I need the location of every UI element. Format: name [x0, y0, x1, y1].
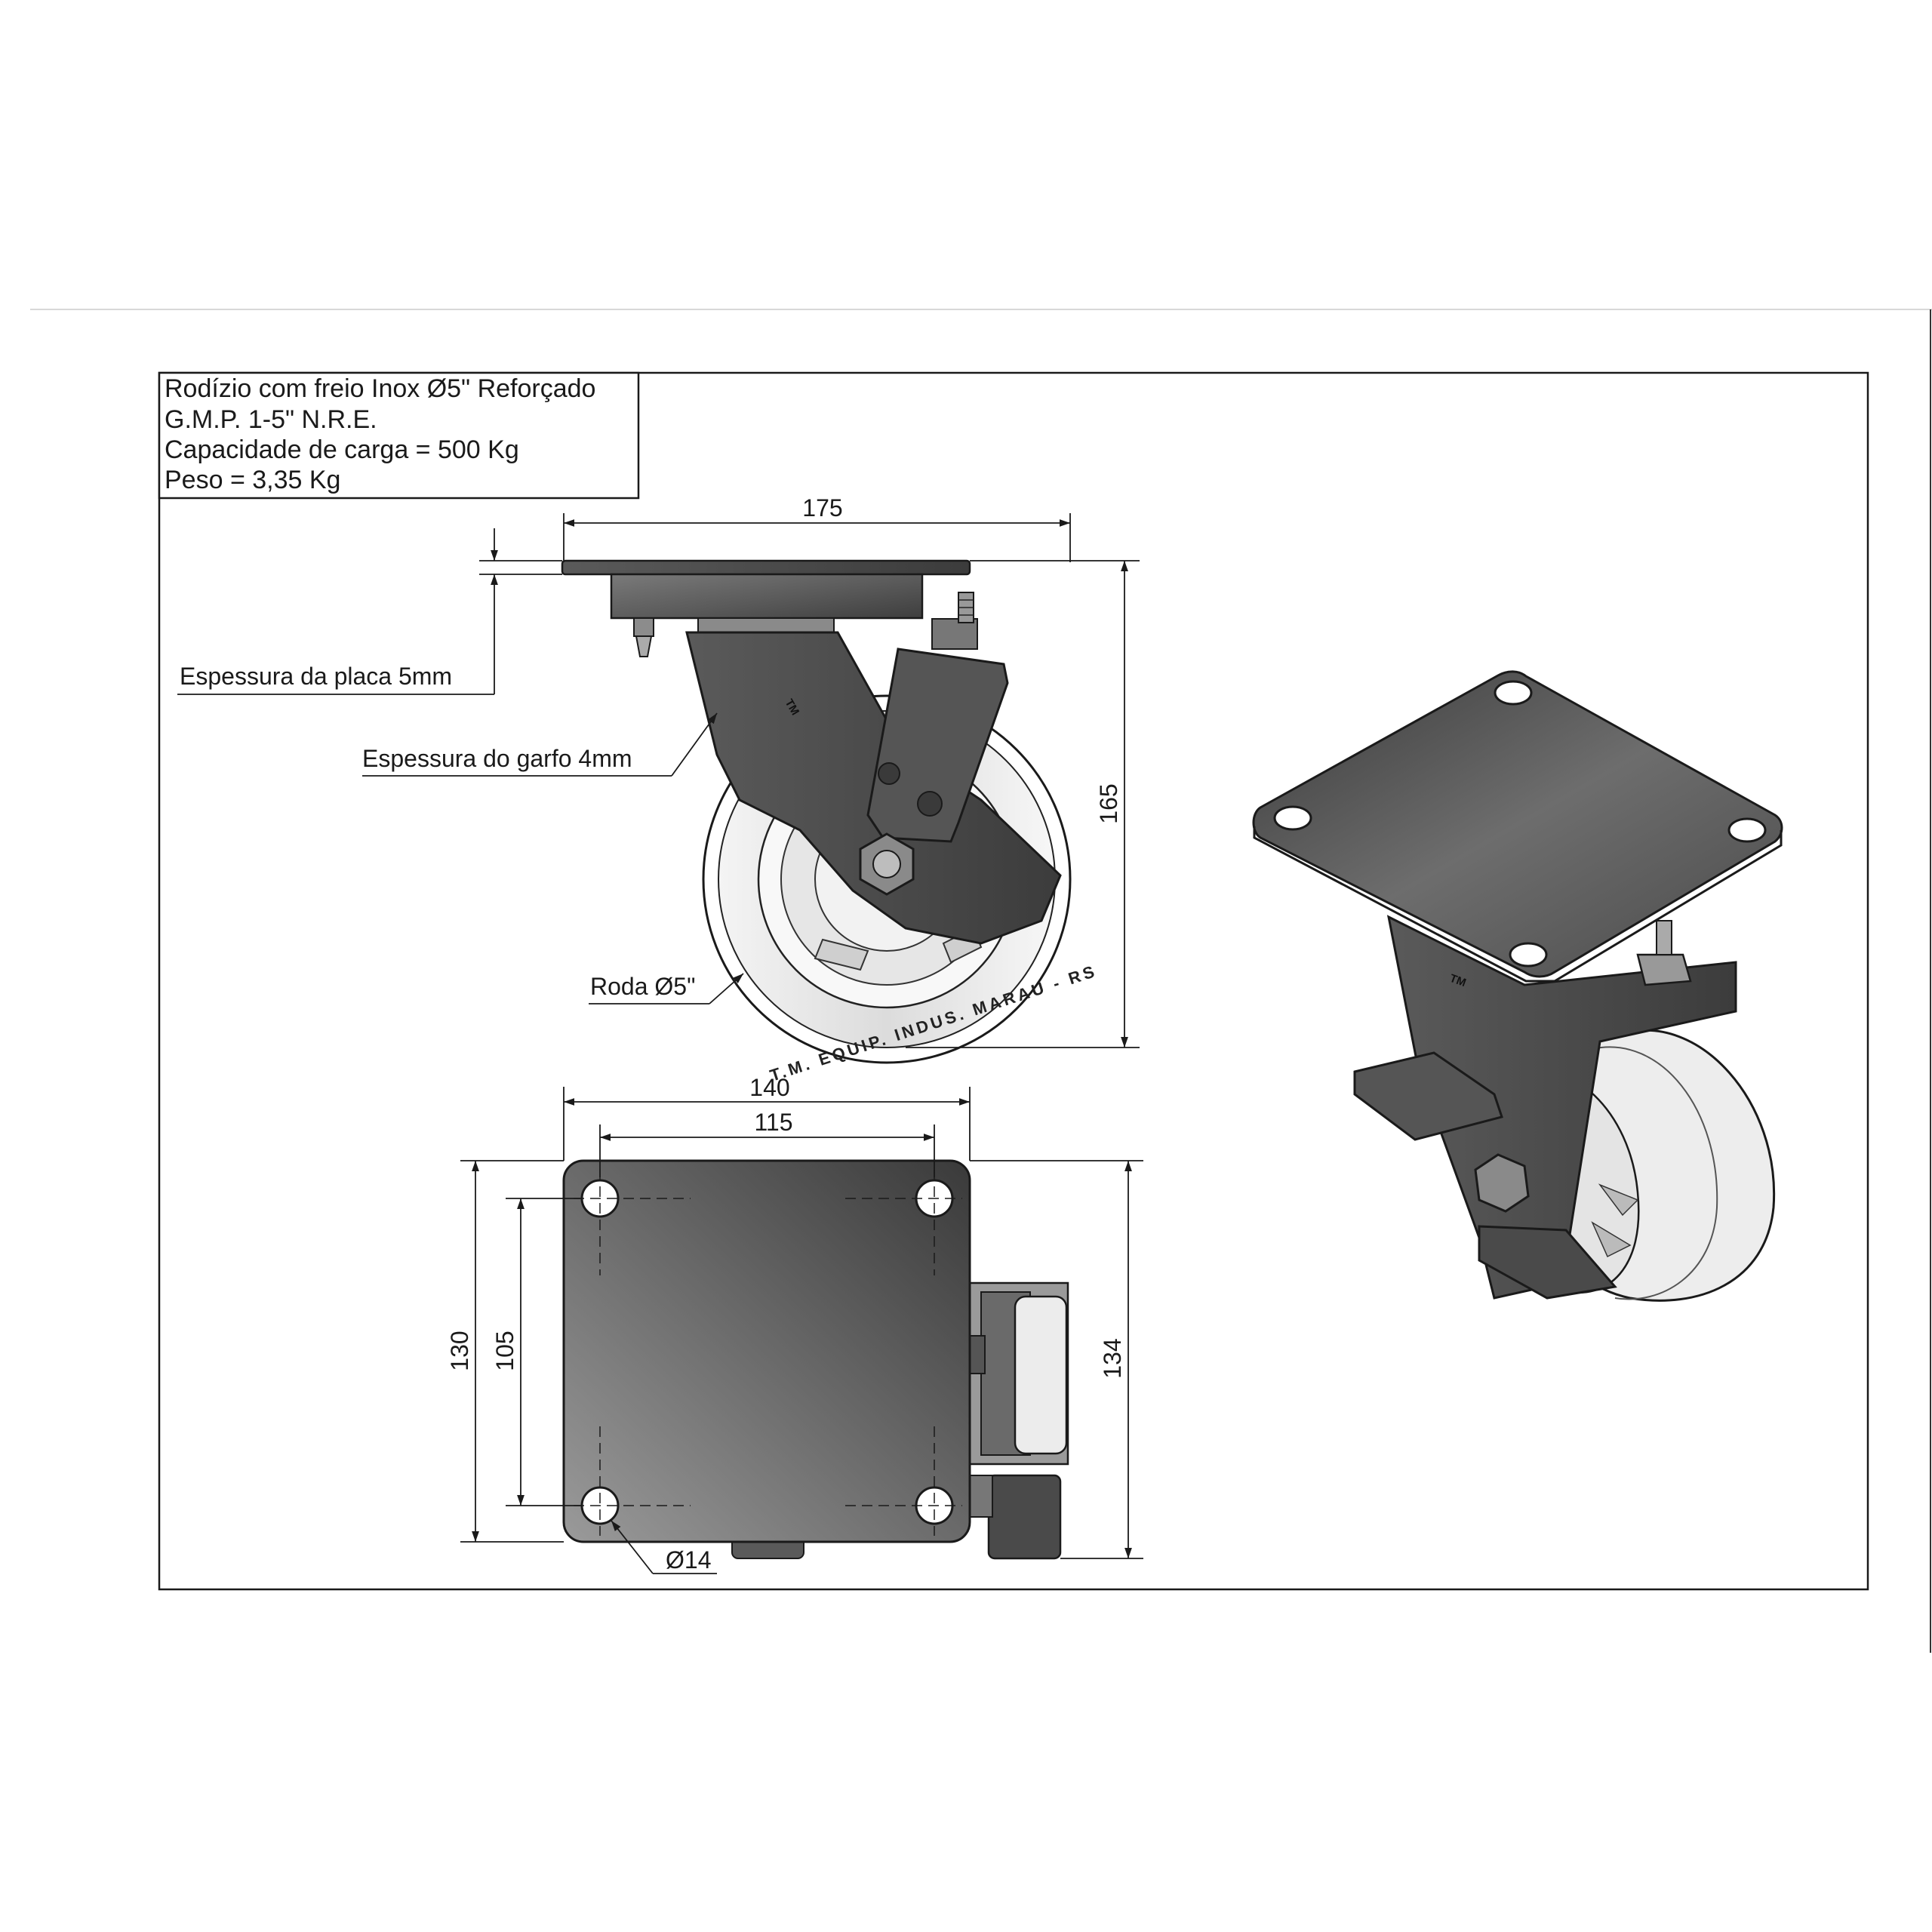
dim-165-text: 165	[1095, 783, 1122, 823]
iso-axle-nut	[1474, 1153, 1530, 1213]
dim-fork-thickness: Espessura do garfo 4mm	[362, 712, 718, 777]
iso-hole	[1727, 817, 1767, 843]
dim-115: 115	[599, 1109, 935, 1177]
iso-plate	[1252, 670, 1783, 978]
side-swivel-housing	[610, 573, 924, 620]
dim-115-text: 115	[754, 1109, 792, 1136]
dim-175-text: 175	[802, 494, 842, 521]
dim-130: 130	[446, 1160, 564, 1543]
iso-view: TM	[1252, 670, 1783, 1302]
mounting-holes	[574, 1170, 962, 1536]
label-wheel: Roda Ø5"	[590, 973, 695, 1000]
side-top-plate	[561, 559, 971, 576]
dim-130-text: 130	[446, 1331, 473, 1371]
title-line-1: Rodízio com freio Inox Ø5" Reforçado	[165, 374, 595, 403]
side-view: T.M. EQUIP. INDUS. MARAU - RS	[177, 494, 1140, 1085]
title-line-4: Peso = 3,35 Kg	[165, 466, 340, 494]
fork-rivet	[917, 791, 943, 817]
dim-105-text: 105	[491, 1331, 518, 1371]
dim-134-text: 134	[1099, 1338, 1126, 1378]
iso-brake-pedal	[1353, 1051, 1503, 1141]
dim-140: 140	[563, 1074, 971, 1161]
label-fork-thickness: Espessura do garfo 4mm	[362, 745, 632, 772]
iso-hole	[1509, 942, 1548, 968]
grease-nipple	[633, 617, 654, 657]
dim-wheel: Roda Ø5"	[589, 973, 744, 1004]
drawing-border	[158, 371, 1869, 1591]
dim-134: 134	[970, 1160, 1143, 1559]
top-view: 140 115 130 105 134	[446, 1074, 1143, 1574]
dim-105: 105	[491, 1198, 581, 1506]
side-bearing-ring	[697, 617, 835, 634]
iso-hole	[1494, 680, 1533, 706]
title-block: Rodízio com freio Inox Ø5" Reforçado G.M…	[158, 371, 640, 500]
label-plate-thickness: Espessura da placa 5mm	[180, 663, 452, 690]
dim-165: 165	[906, 560, 1140, 1048]
dim-hole-diameter-text: Ø14	[666, 1546, 711, 1574]
top-fork-under	[731, 1281, 1069, 1560]
fork-rivet	[878, 762, 900, 785]
brake-bolt	[931, 592, 978, 650]
dim-plate-thickness: Espessura da placa 5mm	[177, 528, 562, 695]
title-line-3: Capacidade de carga = 500 Kg	[165, 435, 519, 464]
iso-brake-shoe	[1478, 1225, 1617, 1300]
top-plate	[562, 1159, 971, 1543]
iso-hole	[1273, 805, 1312, 831]
title-line-2: G.M.P. 1-5" N.R.E.	[165, 405, 377, 434]
iso-fork	[1386, 915, 1737, 1300]
side-brake-pedal	[866, 648, 1009, 843]
iso-logo: TM	[1448, 972, 1468, 989]
iso-brake-bolt	[1636, 920, 1692, 986]
dim-175: 175	[563, 494, 1071, 562]
dim-140-text: 140	[749, 1074, 789, 1101]
top-brake-pedal	[987, 1474, 1062, 1560]
dim-hole-diameter: Ø14	[611, 1520, 717, 1574]
axle-nut	[859, 832, 915, 896]
